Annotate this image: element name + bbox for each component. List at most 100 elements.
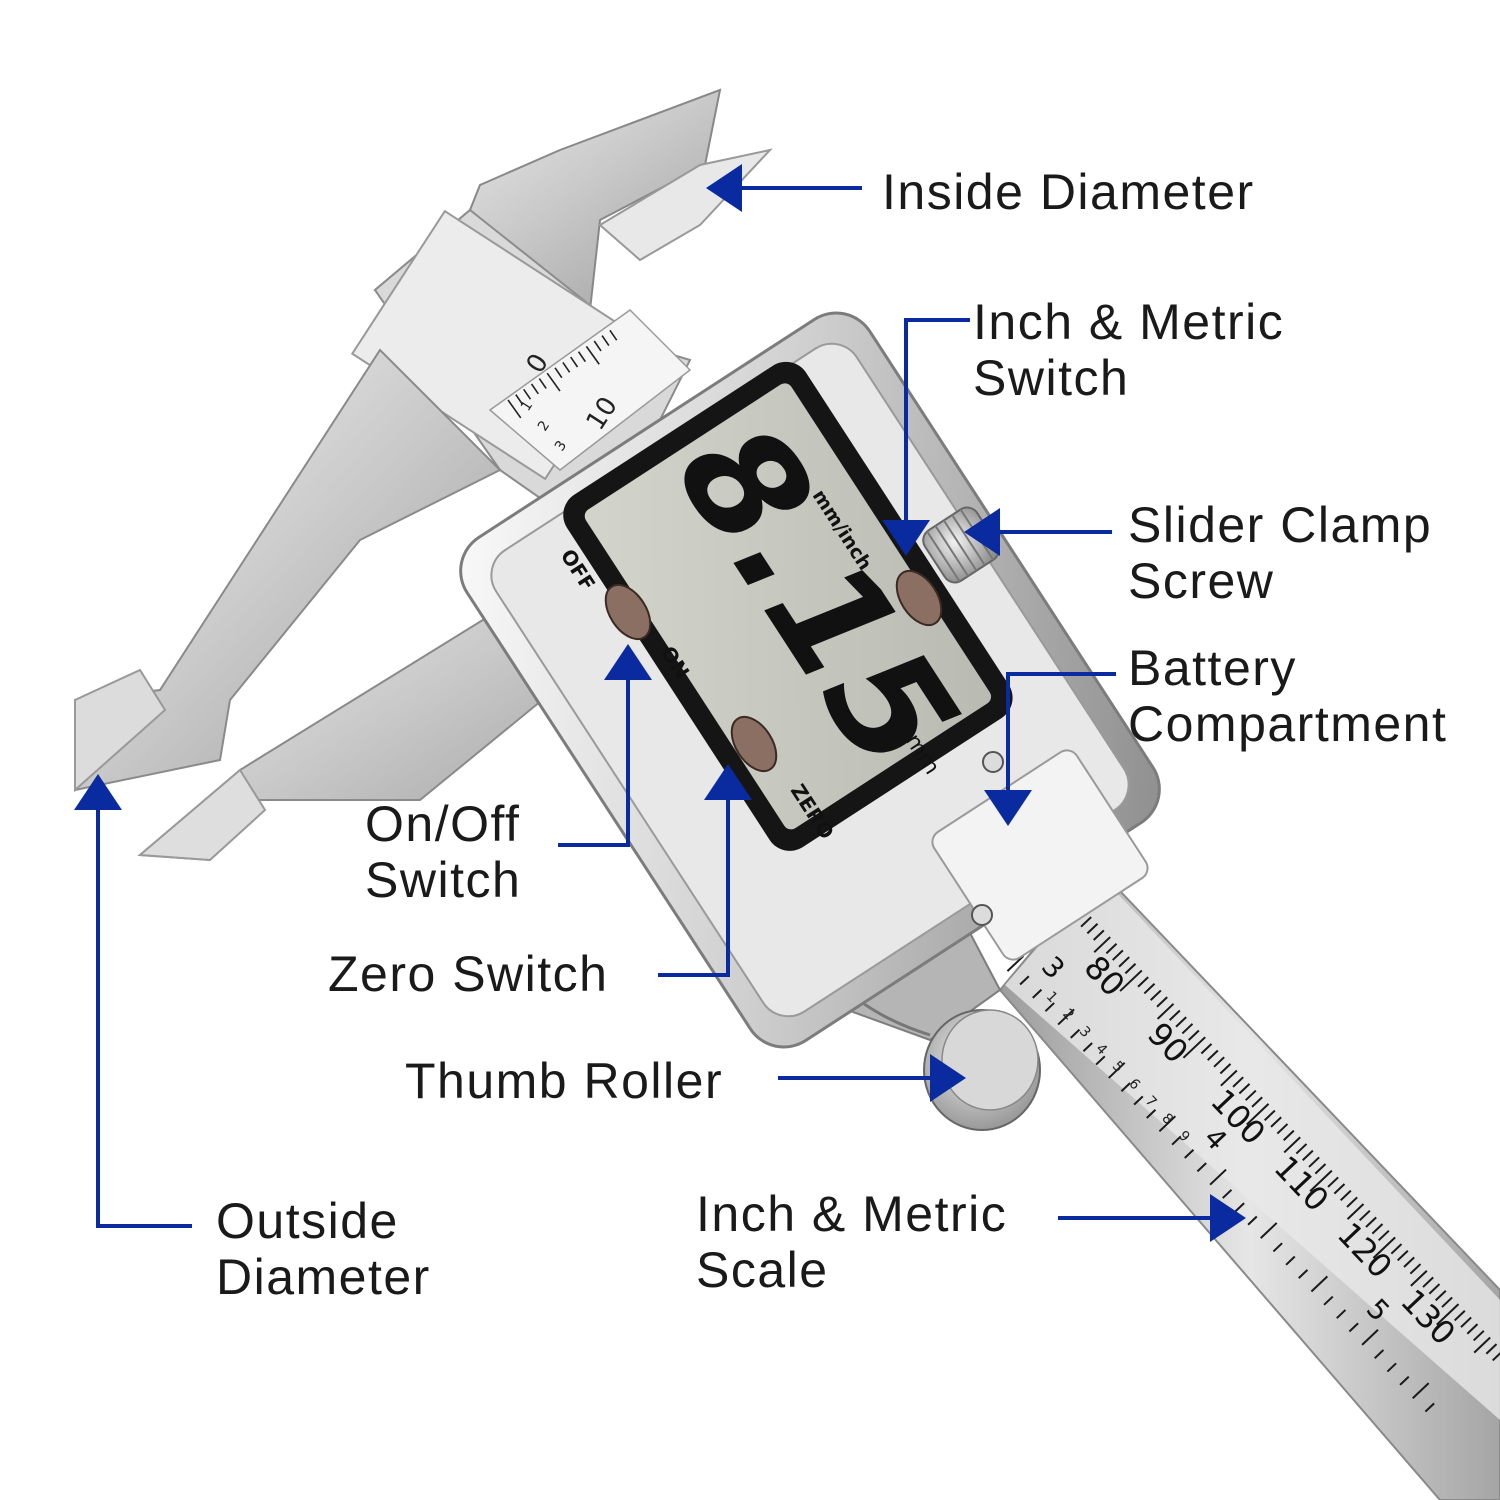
beam-tick [1301, 1149, 1314, 1161]
beam-inch-tick [1374, 1349, 1385, 1359]
beam-tick [1118, 956, 1130, 968]
beam-scale-ticks [1006, 902, 1500, 1413]
beam-tick [1314, 1163, 1327, 1175]
leader-outside-diameter-line [96, 810, 192, 1228]
beam-inch-tick [1424, 1402, 1435, 1413]
beam-inch-tick [1247, 1215, 1258, 1226]
leader-battery-compartment [984, 672, 1116, 826]
beam-tick [1339, 1189, 1352, 1202]
beam-tick [1460, 1316, 1472, 1328]
beam-inch-tick [1412, 1382, 1430, 1399]
jaw-tick [546, 372, 561, 392]
beam-inch-tick [1348, 1322, 1359, 1333]
leader-inside-diameter-arrowhead [706, 164, 742, 212]
leader-outside-diameter [74, 774, 192, 1228]
leader-outside-diameter-arrowhead [74, 774, 122, 810]
callout-leaders [74, 164, 1246, 1242]
jaw-tick [570, 356, 579, 368]
beam-tick [1422, 1276, 1434, 1288]
beam-tick [1207, 1049, 1219, 1061]
beam-tick [1428, 1283, 1441, 1295]
beam-inch-tick [1336, 1309, 1347, 1319]
beam-tick [1150, 989, 1162, 1001]
beam-tick [1124, 963, 1137, 975]
beam-tick [1175, 1016, 1187, 1028]
leader-slider-clamp-screw-arrowhead [964, 508, 1000, 556]
leader-battery-compartment-arrowhead [984, 790, 1032, 826]
beam-inch-tick [1108, 1062, 1126, 1079]
leader-on-off-switch [558, 644, 652, 847]
jaw-tick [609, 329, 618, 341]
leader-zero-switch [658, 764, 752, 977]
leader-on-off-switch-arrowhead [604, 644, 652, 680]
beam-tick [1346, 1203, 1365, 1220]
label-outside-diameter: Outside Diameter [216, 1193, 431, 1305]
mm-inch-button[interactable] [888, 563, 951, 633]
beam-inch-tick [1234, 1202, 1245, 1213]
beam-tick [1181, 1023, 1194, 1035]
beam-inch-tick [1386, 1362, 1397, 1373]
beam-tick [1182, 1036, 1206, 1059]
beam-tick [1093, 936, 1111, 953]
beam-tick [1282, 1129, 1295, 1141]
jaw-tick [515, 394, 524, 405]
beam-inch-tick [1260, 1222, 1278, 1239]
beam-inch-tick [1399, 1375, 1410, 1386]
leader-inside-diameter [706, 164, 862, 212]
leader-on-off-switch-line [558, 680, 630, 847]
leader-zero-switch-arrowhead [704, 764, 752, 800]
beam-inch-tick [1323, 1295, 1334, 1306]
zero-button[interactable] [723, 709, 786, 779]
jaw-tick [585, 345, 600, 365]
label-inch-metric-switch: Inch & Metric Switch [973, 294, 1285, 406]
beam-inch-tick [1032, 988, 1043, 999]
beam-tick [1232, 1076, 1244, 1088]
beam-tick [1410, 1270, 1428, 1287]
beam-tick [1346, 1196, 1358, 1208]
beam-inch-tick [1222, 1189, 1233, 1199]
jaw-scale: 0 10 1 2 3 [488, 309, 692, 471]
leader-slider-clamp-screw [964, 508, 1112, 556]
label-battery-compartment: Battery Compartment [1128, 640, 1448, 752]
label-on-off-switch: On/Off Switch [365, 796, 522, 908]
beam-tick [1453, 1310, 1466, 1322]
beam-inch-tick [1184, 1149, 1195, 1159]
beam-inch-tick [1196, 1162, 1207, 1173]
jaw-tick [554, 367, 563, 379]
beam-inch-tick [1171, 1135, 1182, 1146]
beam-tick [1441, 1296, 1453, 1308]
leader-inch-metric-switch-arrowhead [882, 520, 930, 556]
beam-inch-tick [1298, 1269, 1309, 1279]
beam-tick [1390, 1243, 1403, 1255]
off-on-button[interactable] [597, 577, 660, 647]
label-slider-clamp-screw: Slider Clamp Screw [1128, 497, 1433, 609]
beam-tick [1333, 1183, 1346, 1195]
beam-inch-tick [1120, 1082, 1131, 1093]
beam-tick [1080, 916, 1092, 928]
beam-inch-tick [1285, 1255, 1296, 1266]
beam-tick [1491, 1352, 1500, 1362]
beam-tick [1371, 1223, 1384, 1235]
beam-tick [1156, 996, 1168, 1008]
beam-tick [1308, 1156, 1320, 1168]
leader-thumb-roller-arrowhead [930, 1054, 966, 1102]
label-inch-metric-scale: Inch & Metric Scale [696, 1186, 1008, 1298]
beam-tick [1246, 1103, 1270, 1126]
beam-tick [1372, 1236, 1396, 1259]
beam-inch-tick [1209, 1168, 1227, 1186]
beam-tick [1143, 983, 1156, 995]
beam-tick [1403, 1256, 1415, 1268]
beam-tick [1213, 1056, 1225, 1068]
beam-inch-tick [1272, 1242, 1283, 1253]
leader-inch-metric-scale-arrowhead [1210, 1194, 1246, 1242]
beam-tick [1295, 1143, 1308, 1155]
label-thumb-roller: Thumb Roller [405, 1053, 724, 1109]
jaw-tick [538, 378, 547, 389]
beam-tick [1365, 1216, 1377, 1228]
jaw-tick [523, 388, 532, 400]
beam-inch-tick [1133, 1095, 1144, 1106]
beam-tick [1086, 922, 1099, 935]
thumb-roller[interactable] [923, 1009, 1041, 1131]
leader-inch-metric-switch [882, 318, 970, 556]
